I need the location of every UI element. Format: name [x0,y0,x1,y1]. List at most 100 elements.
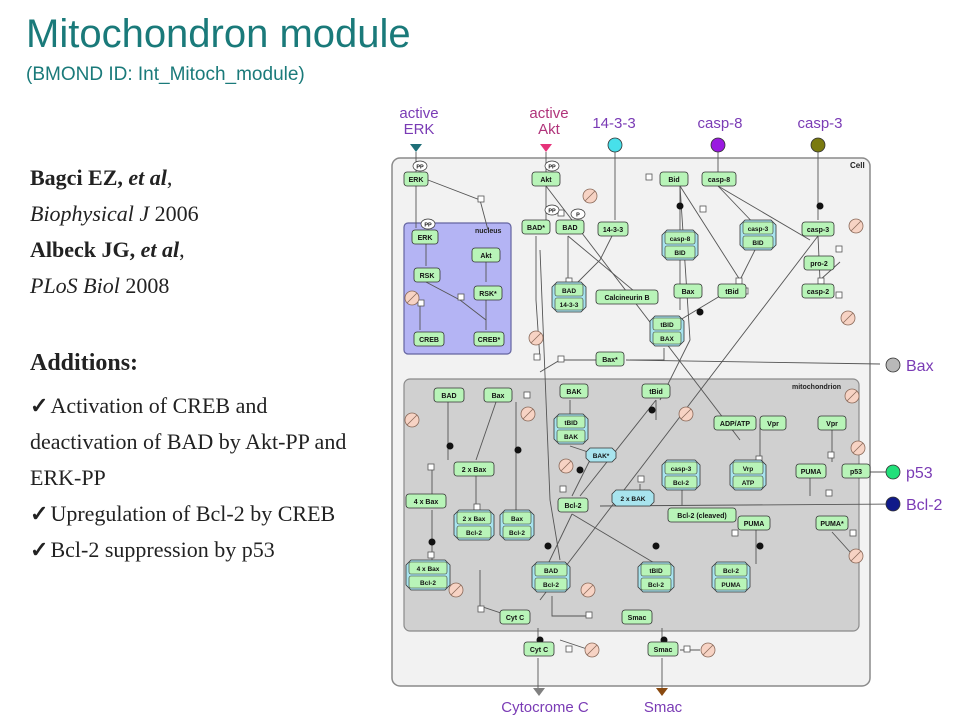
svg-text:Smac: Smac [628,615,647,622]
addition-item: ✓Upregulation of Bcl-2 by CREB [30,501,336,526]
svg-text:tBID: tBID [660,322,674,329]
svg-text:tBID: tBID [564,420,578,427]
node-vpr-c: Vpr [817,415,847,431]
page-subtitle: (BMOND ID: Int_Mitoch_module) [26,64,305,85]
svg-text:casp-3: casp-3 [807,227,829,234]
svg-text:Bax*: Bax* [602,357,618,364]
mitochondrion-label: mitochondrion [792,384,841,391]
svg-text:casp-8: casp-8 [708,177,730,184]
node-rsk: RSK [413,267,441,283]
svg-text:Vpr: Vpr [826,421,838,428]
svg-text:BAD: BAD [441,393,456,400]
node-vpr-m: Vpr [759,415,787,431]
node-cytc-c: Cyt C [523,641,555,657]
svg-text:Akt: Akt [480,253,492,260]
svg-text:P: P [576,213,580,219]
reference-2-authors: Albeck JG, et al, [30,237,185,262]
reference-2-journal: PLoS Biol 2008 [30,273,170,298]
svg-text:Bcl-2: Bcl-2 [466,530,482,537]
svg-text:RSK*: RSK* [479,291,497,298]
phospho-tag: PP [544,204,560,216]
input-casp8-label: casp-8 [697,115,742,132]
input-bcl2-label: Bcl-2 [906,497,943,514]
svg-text:PUMA*: PUMA* [820,521,844,528]
node-casp2: casp-2 [801,283,835,299]
svg-text:Bcl-2: Bcl-2 [723,568,739,575]
svg-text:BAX: BAX [660,336,674,343]
svg-text:BID: BID [674,250,686,257]
bottom-outputs: Cytocrome C Smac [501,688,683,716]
svg-text:BAD: BAD [544,568,558,575]
complex-tbidbax: tBID BAX [649,315,685,347]
svg-text:CREB: CREB [419,337,439,344]
svg-text:BAD: BAD [562,288,576,295]
node-creb-star: CREB* [473,331,505,347]
svg-text:PP: PP [548,165,556,171]
node-akt-n: Akt [471,247,501,263]
svg-text:4 x Bax: 4 x Bax [414,499,439,506]
svg-text:Bcl-2 (cleaved): Bcl-2 (cleaved) [677,513,726,520]
svg-text:ADP/ATP: ADP/ATP [720,421,751,428]
active-erk-input-icon [410,144,422,152]
cell-label: Cell [850,161,865,170]
svg-text:pro-2: pro-2 [810,261,828,268]
svg-text:Bcl-2: Bcl-2 [564,503,581,510]
input-bax-label: Bax [906,358,934,375]
svg-text:tBid: tBid [725,289,739,296]
svg-text:Bcl-2: Bcl-2 [420,580,436,587]
additions-heading: Additions: [30,350,139,376]
node-casp8-top: casp-8 [701,171,737,187]
svg-text:2 x Bax: 2 x Bax [462,467,487,474]
svg-text:RSK: RSK [420,273,435,280]
svg-text:Cyt C: Cyt C [530,647,548,654]
additions-list: ✓Activation of CREB and deactivation of … [30,388,360,568]
svg-text:Bid: Bid [668,177,679,184]
right-inputs: Bax p53 Bcl-2 [885,357,943,514]
svg-text:14-3-3: 14-3-3 [603,227,623,234]
svg-text:Bax: Bax [511,516,523,523]
node-smac-m: Smac [621,609,653,625]
node-bax-m: Bax [483,387,513,403]
node-adpatp: ADP/ATP [713,415,757,431]
node-bad-m: BAD [433,387,465,403]
svg-text:PUMA: PUMA [721,582,740,589]
node-calcineurin: Calcineurin B [595,289,659,305]
node-bak: BAK [559,383,589,399]
svg-text:Bcl-2: Bcl-2 [673,480,689,487]
phospho-tag: P [570,208,586,220]
input-p53-node [885,464,901,480]
svg-text:Calcineurin B: Calcineurin B [604,295,649,302]
node-rsk-star: RSK* [473,285,503,301]
svg-text:ERK: ERK [418,235,433,242]
node-creb: CREB [413,331,445,347]
page-title: Mitochondron module [26,12,411,56]
complex-nodes: BAD14-3-3casp-8BIDcasp-3BIDtBIDBAXtBIDBA… [405,219,777,593]
complex-twobak: 2 x BAK [611,489,655,507]
svg-text:Vpr: Vpr [767,421,779,428]
addition-item: ✓Bcl-2 suppression by p53 [30,537,275,562]
node-bid: Bid [659,171,689,187]
input-14-3-3-node [607,137,623,153]
svg-text:BAK: BAK [564,434,578,441]
svg-text:PP: PP [548,209,556,215]
phospho-tag: PP [544,160,560,172]
node-smac-c: Smac [647,641,679,657]
active-akt-input-icon [540,144,552,152]
output-smac-label: Smac [644,699,683,716]
node-bcl2cleaved: Bcl-2 (cleaved) [667,507,737,523]
reference-1-journal: Biophysical J 2006 [30,201,199,226]
svg-text:BAD*: BAD* [527,225,545,232]
node-fourbax: 4 x Bax [405,493,447,509]
node-tbid-c: tBid [717,283,747,299]
svg-text:Akt: Akt [540,177,552,184]
degradation-slashes [406,190,864,656]
checkmark-icon: ✓ [30,393,49,418]
